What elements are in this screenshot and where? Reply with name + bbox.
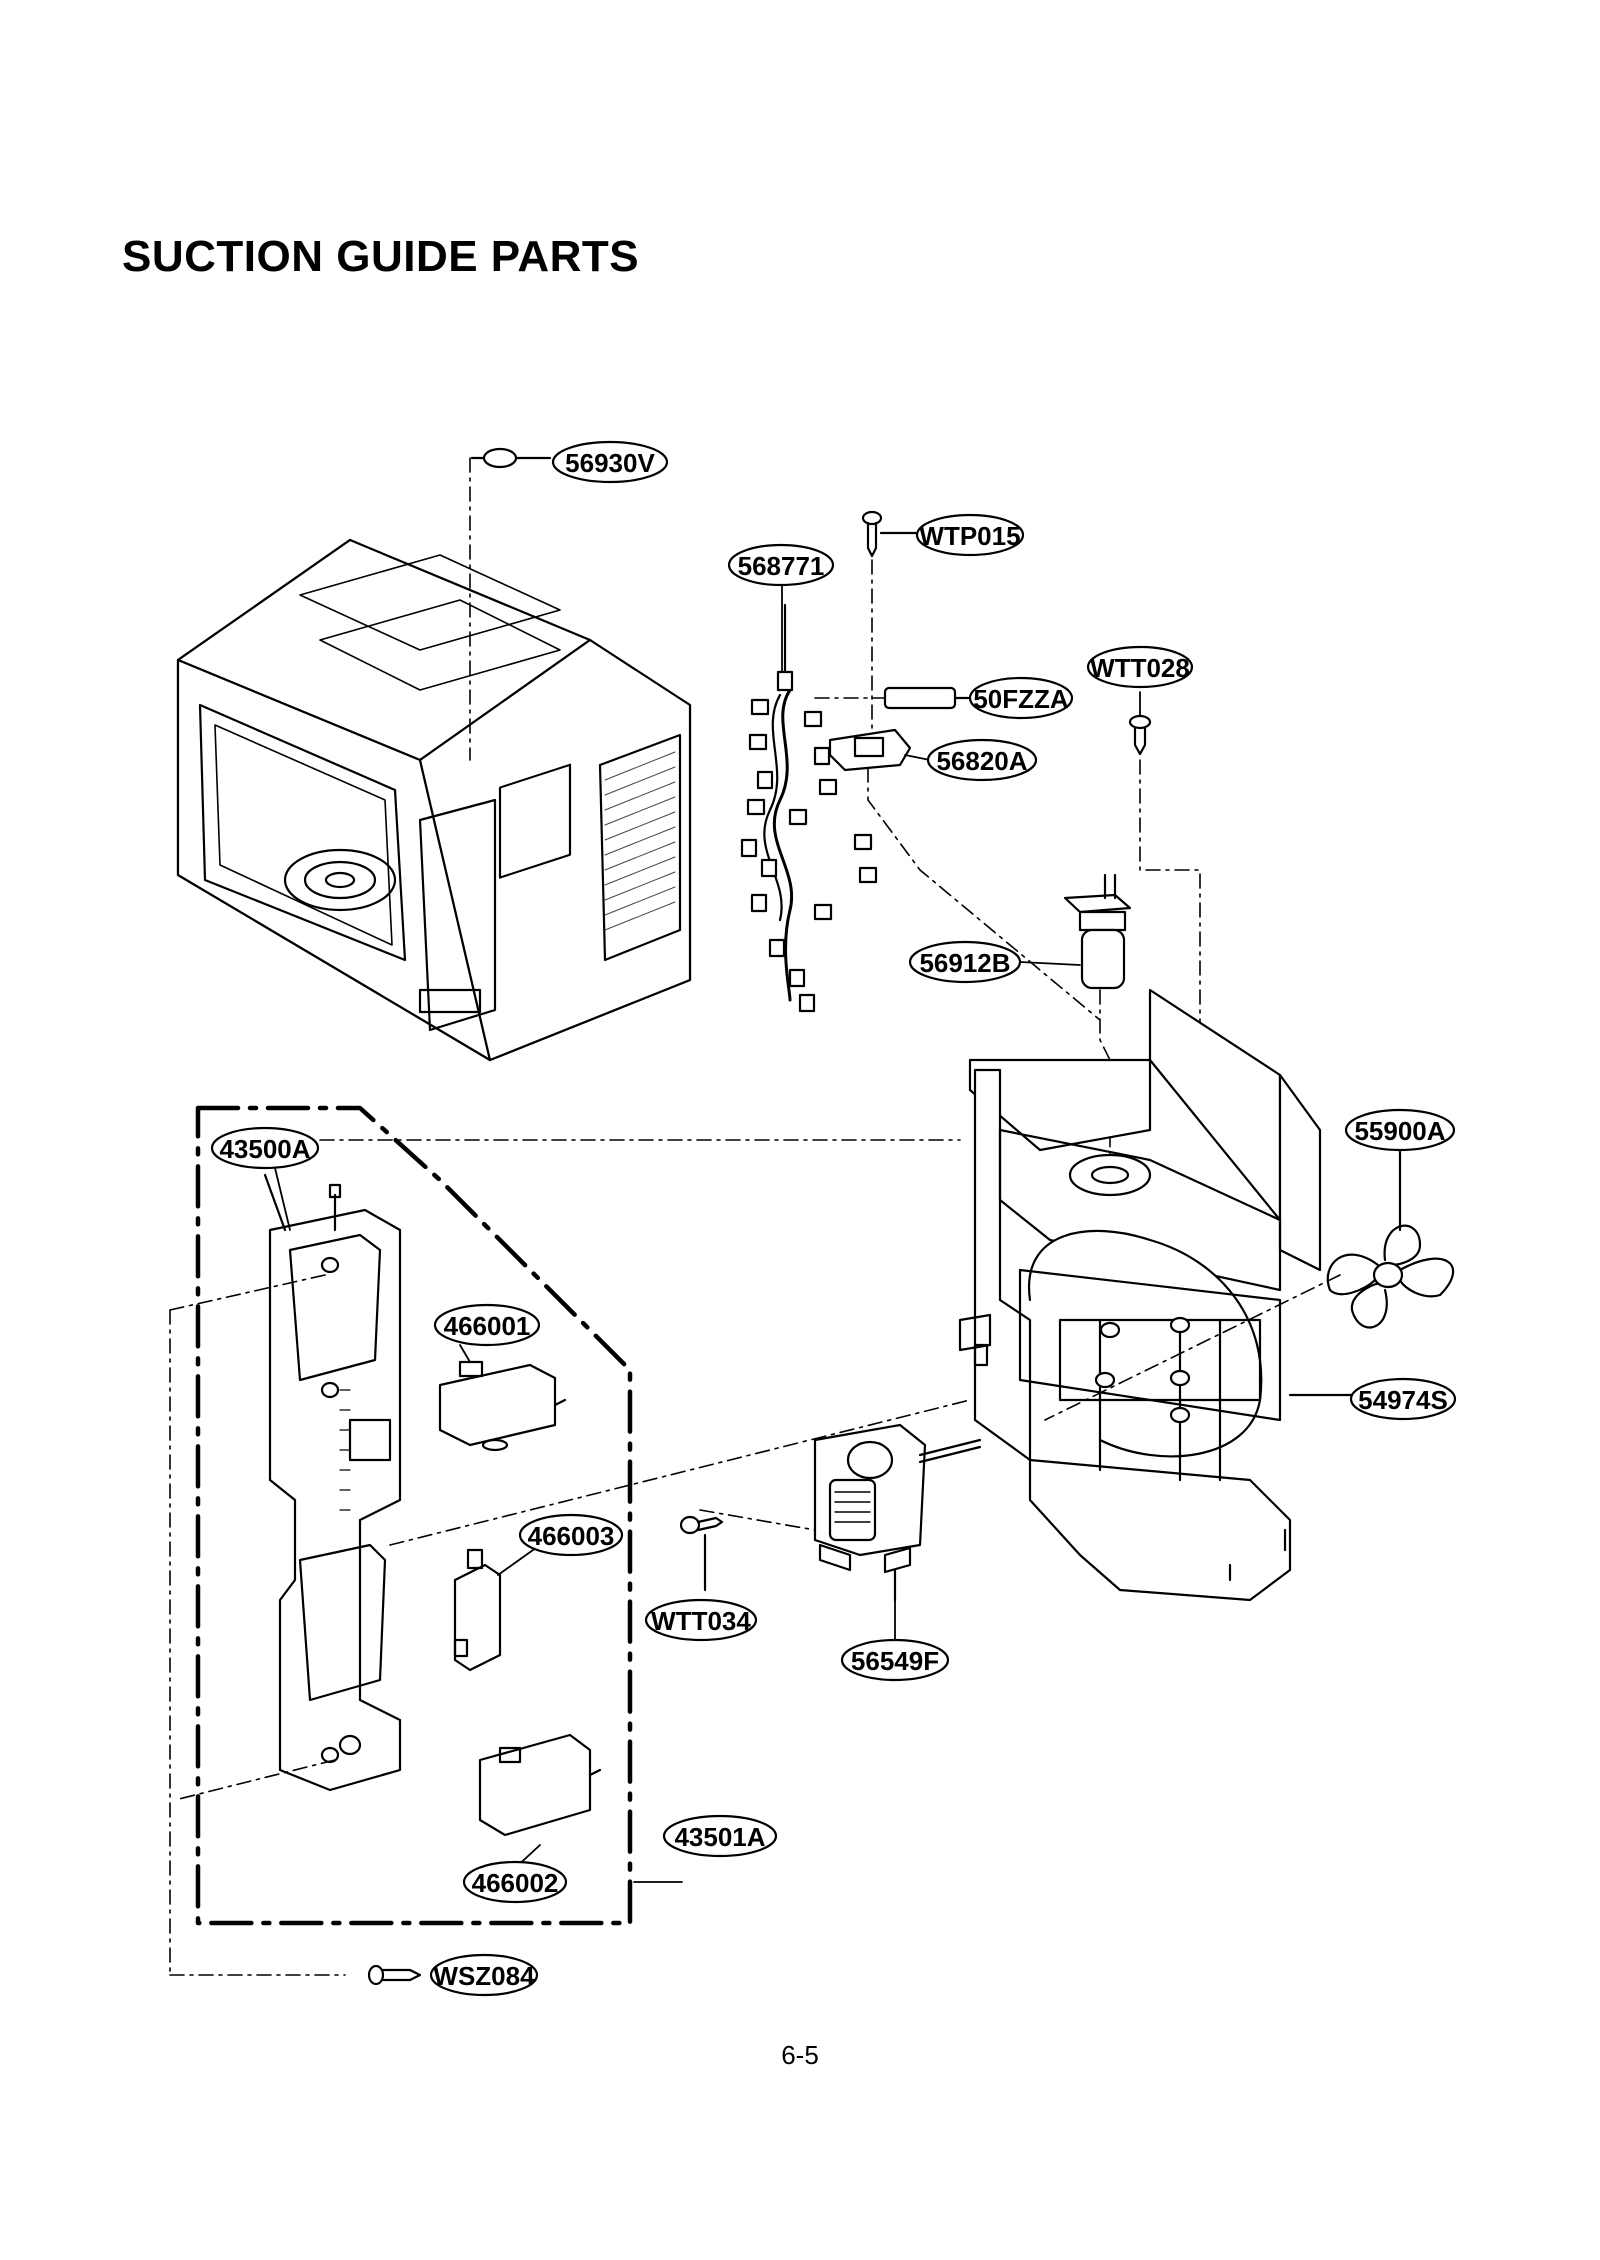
wire-harness-part [740, 603, 878, 1013]
callout-54974S: 54974S [1349, 1377, 1457, 1421]
svg-text:43500A: 43500A [219, 1134, 310, 1164]
callout-WTT028: WTT028 [1086, 645, 1194, 689]
page-title: SUCTION GUIDE PARTS [122, 232, 640, 281]
callout-466003: 466003 [518, 1513, 624, 1557]
fan-motor-part [699, 1423, 982, 1602]
fan-blade-part [1044, 1133, 1455, 1421]
svg-text:466001: 466001 [444, 1311, 531, 1341]
callout-43500A: 43500A [210, 1126, 320, 1170]
svg-text:56912B: 56912B [919, 948, 1010, 978]
screw-wsz084-part [367, 1964, 422, 1986]
callout-WSZ084: WSZ084 [429, 1953, 539, 1997]
svg-text:55900A: 55900A [1354, 1116, 1445, 1146]
callout-labels: 56930V WTP015 568771 WTT028 50FZZA 56820… [210, 440, 1457, 1997]
callout-466002: 466002 [462, 1860, 568, 1904]
svg-text:43501A: 43501A [674, 1822, 765, 1852]
thermostat-part [469, 447, 552, 761]
callout-56912B: 56912B [908, 940, 1022, 984]
callout-568771: 568771 [727, 543, 835, 587]
callout-WTP015: WTP015 [915, 513, 1025, 557]
screw-wtt028-part [1128, 714, 1201, 1031]
svg-text:WTT034: WTT034 [651, 1606, 751, 1636]
svg-text:56549F: 56549F [851, 1646, 939, 1676]
svg-text:466002: 466002 [472, 1868, 559, 1898]
callout-466001: 466001 [433, 1303, 541, 1347]
svg-text:WSZ084: WSZ084 [433, 1961, 535, 1991]
svg-text:WTT028: WTT028 [1090, 653, 1190, 683]
svg-text:50FZZA: 50FZZA [973, 684, 1069, 714]
svg-text:WTP015: WTP015 [919, 521, 1020, 551]
callout-WTT034: WTT034 [644, 1598, 758, 1642]
page-number: 6-5 [781, 2040, 819, 2070]
switch-466002-part [478, 1733, 602, 1837]
callout-43501A: 43501A [662, 1814, 778, 1858]
svg-text:466003: 466003 [528, 1521, 615, 1551]
callout-50FZZA: 50FZZA [968, 676, 1074, 720]
screw-wtp015-part [861, 510, 920, 751]
callout-55900A: 55900A [1344, 1108, 1456, 1152]
switch-466001-part [438, 1360, 567, 1452]
callout-56820A: 56820A [926, 738, 1038, 782]
callout-56930V: 56930V [551, 440, 669, 484]
latch-board-part [169, 1105, 971, 1976]
switch-466003-part [453, 1548, 502, 1672]
svg-text:56820A: 56820A [936, 746, 1027, 776]
svg-text:54974S: 54974S [1358, 1385, 1448, 1415]
fan-duct-part [958, 988, 1357, 1602]
fuse-part [814, 686, 972, 710]
screw-wtt034-part [679, 1515, 724, 1592]
oven-cavity-assembly [176, 538, 692, 1062]
lamp-part [1063, 873, 1132, 1181]
svg-text:56930V: 56930V [565, 448, 655, 478]
svg-text:568771: 568771 [738, 551, 825, 581]
callout-56549F: 56549F [840, 1638, 950, 1682]
fuse-holder-part [828, 728, 1101, 1021]
